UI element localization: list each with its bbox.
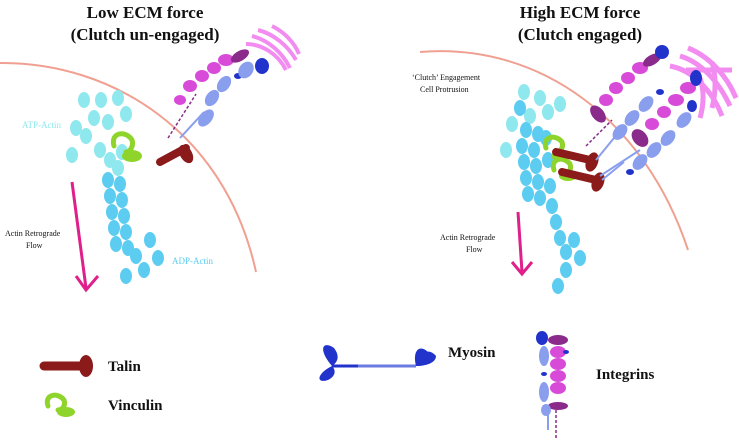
left-title-line2: (Clutch un-engaged) [71,25,220,44]
right-integrin-1 [585,45,669,147]
left-cell-membrane [0,61,257,273]
right-title-line2: (Clutch engaged) [518,25,642,44]
legend-vinculin-label: Vinculin [108,398,163,414]
legend-talin-icon [39,355,93,377]
right-cell-membrane [419,50,689,251]
left-flow-label-line2: Flow [26,241,43,250]
left-talin [156,144,194,166]
right-flow-arrow [516,211,524,273]
legend-myosin-icon [319,345,436,381]
right-flow-label-line2: Flow [466,245,483,254]
atp-actin-label: ATP-Actin [22,120,61,130]
right-flow-label-line1: Actin Retrograde [440,233,496,242]
left-adp-actin [102,172,164,284]
cell-protrusion-label: Cell Protrusion [420,85,469,94]
left-panel: Low ECM force (Clutch un-engaged) ATP-Ac… [0,3,301,293]
left-vinculin [110,131,142,162]
right-title-line1: High ECM force [520,3,641,22]
left-flow-label-line1: Actin Retrograde [5,229,61,238]
left-title-line1: Low ECM force [87,3,204,22]
adp-actin-label: ADP-Actin [172,256,213,266]
left-flow-arrow [70,181,88,289]
right-talins [552,148,605,192]
right-integrin-2 [599,70,702,177]
right-panel: High ECM force (Clutch engaged) ‘Clutch’… [412,3,739,294]
legend-vinculin-icon [44,392,75,417]
left-flow-arrowhead [74,275,100,293]
left-integrin [167,49,269,139]
legend-talin-label: Talin [108,359,141,375]
right-links [595,137,625,181]
left-atp-actin [66,90,132,176]
right-ecm-fibers [669,45,739,119]
right-actin [500,84,586,294]
clutch-engagement-label: ‘Clutch’ Engagement [412,73,481,82]
legend-integrins-icon [536,331,569,438]
legend: Talin Vinculin Myosin [39,331,655,438]
left-ecm-fibers [245,24,301,71]
right-flow-arrowhead [510,261,534,277]
legend-integrins-label: Integrins [596,367,655,383]
legend-myosin-label: Myosin [448,345,496,361]
